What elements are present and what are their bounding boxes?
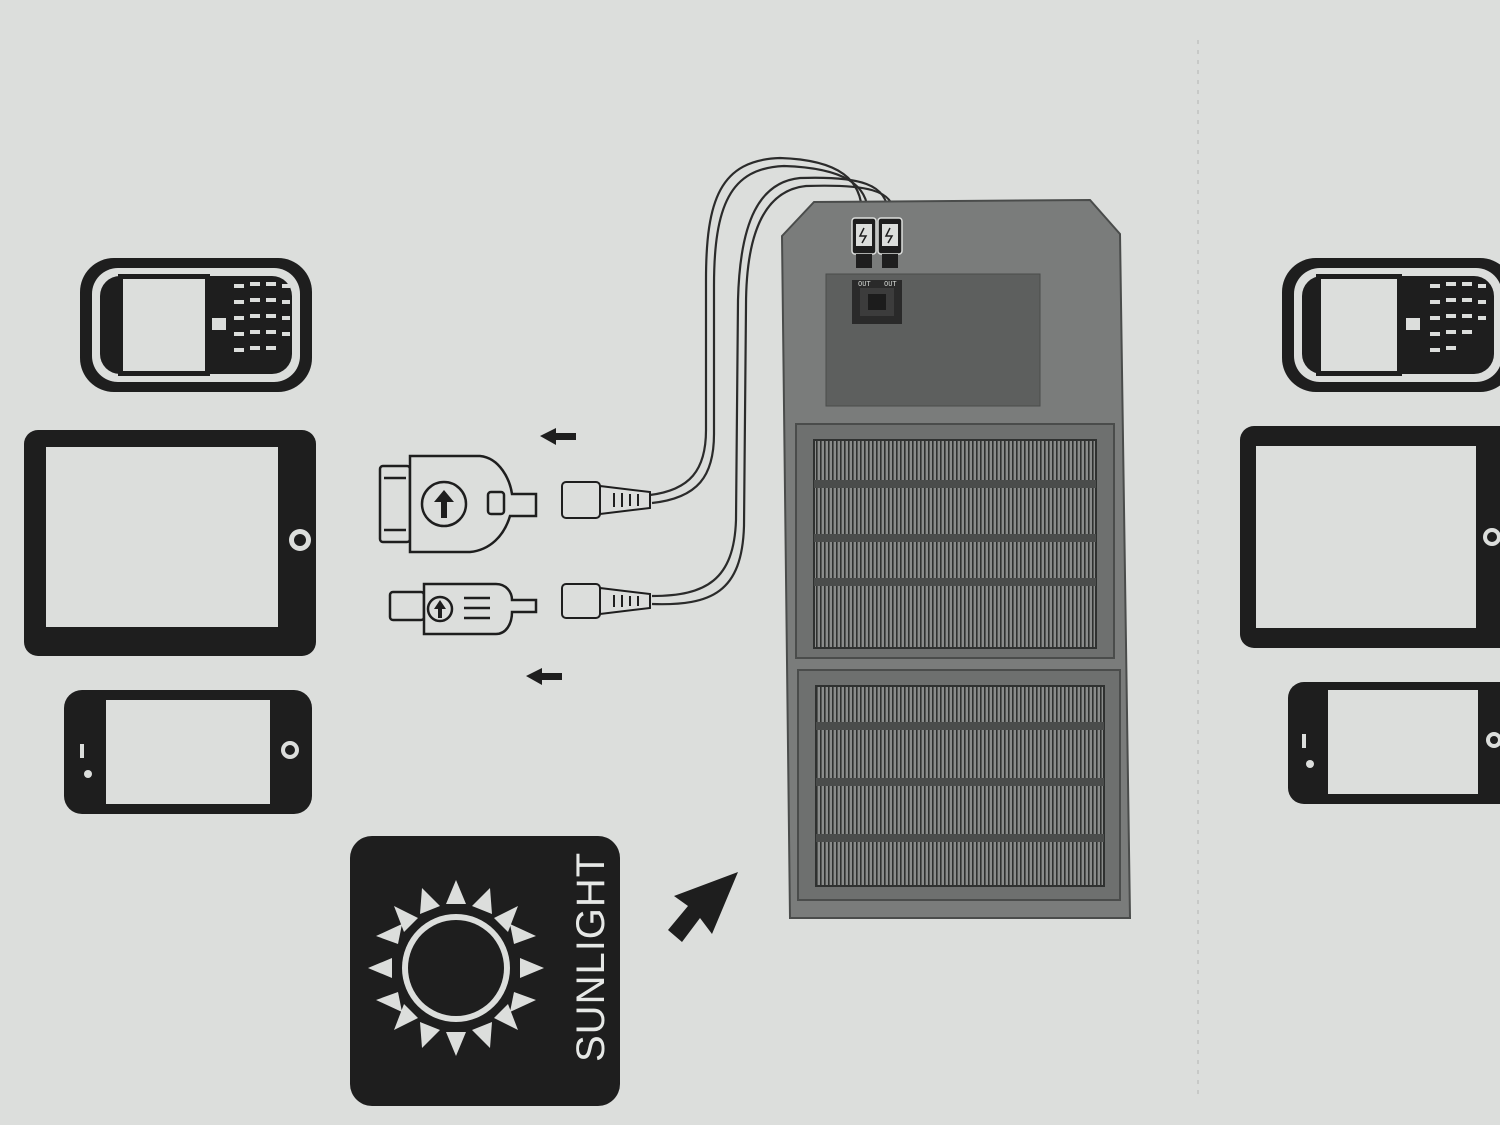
tablet-icon <box>24 430 316 656</box>
cable-plug <box>561 481 651 519</box>
sunlight-badge: SUNLIGHT <box>350 836 620 1106</box>
sunlight-label: SUNLIGHT <box>569 852 613 1062</box>
arrow-left-icon <box>526 668 562 685</box>
port-label: OUT <box>884 280 897 288</box>
port-label: OUT <box>858 280 871 288</box>
smartphone-qwerty-icon <box>80 258 312 392</box>
arrow-left-icon <box>540 428 576 445</box>
charging-cables <box>649 156 896 606</box>
smartphone-touch-icon <box>64 690 312 814</box>
usb-port-icon <box>877 217 903 268</box>
arrow-up-right-icon <box>668 872 738 942</box>
smartphone-qwerty-icon <box>1282 258 1500 392</box>
solar-panel-icon <box>780 198 1132 919</box>
dock-connector-icon <box>378 454 538 554</box>
usb-port-icon <box>851 217 877 268</box>
cable-plug <box>561 583 651 619</box>
sun-icon <box>368 880 544 1056</box>
smartphone-touch-icon <box>1288 682 1500 804</box>
micro-usb-connector-icon <box>388 582 538 636</box>
tablet-icon <box>1240 426 1500 648</box>
